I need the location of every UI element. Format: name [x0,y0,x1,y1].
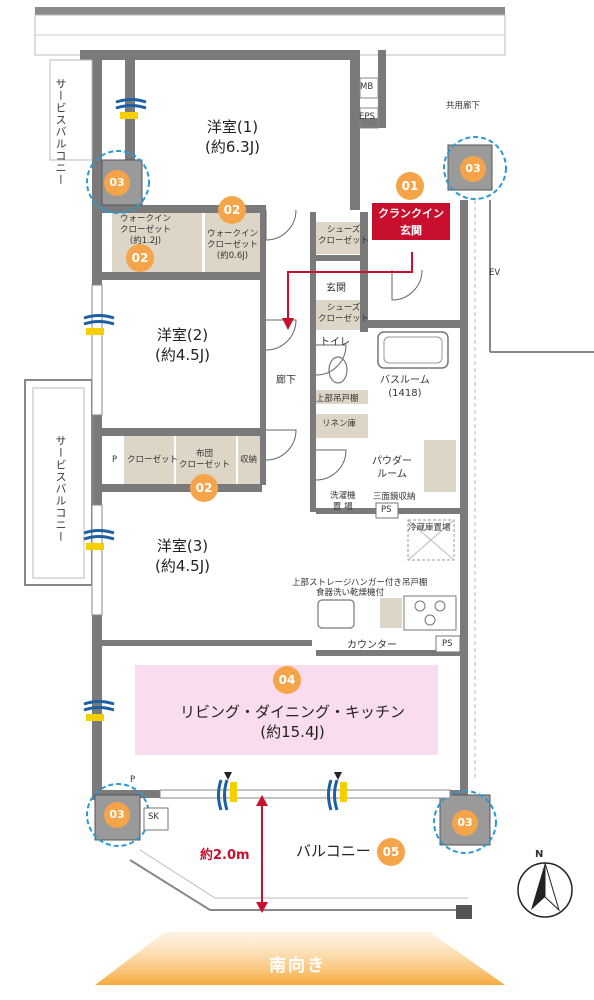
kitchen-note1: 上部ストレージハンガー付き吊戸棚 [292,578,428,588]
futon-label: 布団クローゼット [179,449,231,471]
linen-fill [316,414,368,438]
linen-label: リネン庫 [322,419,357,429]
wic1-label: ウォークインクローゼット(約1.2J) [120,214,172,247]
badge-03-ne: 03 [460,156,486,182]
shoe2-label: シューズクローゼット [318,303,370,325]
wic2-label: ウォークインクローゼット(約0.6J) [207,229,259,262]
hallway-label: 廊下 [276,375,296,386]
western2-label: 洋室(2)(約4.5J) [155,326,210,364]
ev-label: EV [489,268,501,278]
crank-in-arrow [287,252,413,322]
service-balcony-label-west: サービスバルコニー [54,435,67,543]
service-balcony-label-top: サービスバルコニー [54,78,67,186]
storage-fill [238,436,262,484]
badge-02-wic1: 02 [126,244,154,272]
eps-box [359,107,379,129]
ps2-label: PS [442,639,453,649]
storage-label: 収納 [240,455,258,465]
stove [403,595,457,631]
balcony-outline [129,859,470,911]
p1-label: P [112,455,118,465]
entrance-label: 玄関 [326,283,346,294]
upper-cabinet-fill [316,390,368,404]
powder-label: パウダールーム [372,456,412,480]
common-hall-label: 共用廊下 [446,101,481,111]
badge-03-se: 03 [452,810,478,836]
bathtub [377,331,449,369]
kitchen-sink [317,599,355,629]
south-indicator [95,932,505,985]
mirror-fill [424,440,456,492]
kitchen-note2: 食器洗い乾燥機付 [316,588,385,598]
sk-box [143,807,169,831]
western3-label: 洋室(3)(約4.5J) [155,537,210,575]
counter-label: カウンター [347,640,397,651]
kitchen-counter-fill [380,598,402,628]
badge-01: 01 [396,172,424,200]
crank-in-entrance-callout: クランクイン玄関 [372,203,450,240]
top-exterior-wall [35,7,505,15]
ldk-label: リビング・ダイニング・キッチン(約15.4J) [180,703,406,741]
ps1-box [375,502,399,519]
shoe2-fill [316,300,360,330]
badge-02-futon: 02 [190,474,218,502]
balcony-depth-label: 約2.0m [200,848,250,863]
mirror-label: 三面鏡収納 [373,492,416,502]
ps1-label: PS [381,505,392,515]
closet-fill [124,436,174,484]
badge-05: 05 [377,838,405,866]
balcony-label: バルコニー [296,842,371,860]
nw-service-balcony [49,59,93,161]
badge-03-nw: 03 [104,170,130,196]
shoe1-label: シューズクローゼット [318,225,370,247]
upper-cabinet-label: 上部吊戸棚 [316,394,359,404]
north-arrow-icon [517,862,573,918]
washer-label: 洗濯機置 場 [330,491,356,513]
closet-label: クローゼット [127,455,179,465]
p2-label: P [130,775,136,785]
orientation-label: 南向き [269,956,326,976]
western1-label: 洋室(1)(約6.3J) [205,118,260,156]
fridge-space [407,519,455,561]
toilet-fixture [328,356,348,384]
mb-label: MB [360,82,374,92]
north-label: N [535,849,544,860]
windows [83,98,451,811]
shoe1-fill [316,222,360,254]
ps2-box [435,635,461,653]
fridge-label: 冷蔵庫置場 [408,523,451,533]
doors [265,209,423,481]
bathroom-label: バスルーム(1418) [380,375,430,399]
eps-label: EPS [359,112,375,122]
badge-02-wic: 02 [218,196,246,224]
badge-04: 04 [273,666,301,694]
badge-03-sw: 03 [104,802,130,828]
toilet-label: トイレ [320,337,350,348]
sk-label: SK [148,812,159,822]
mb-box [359,77,379,99]
west-service-balcony [24,379,93,586]
